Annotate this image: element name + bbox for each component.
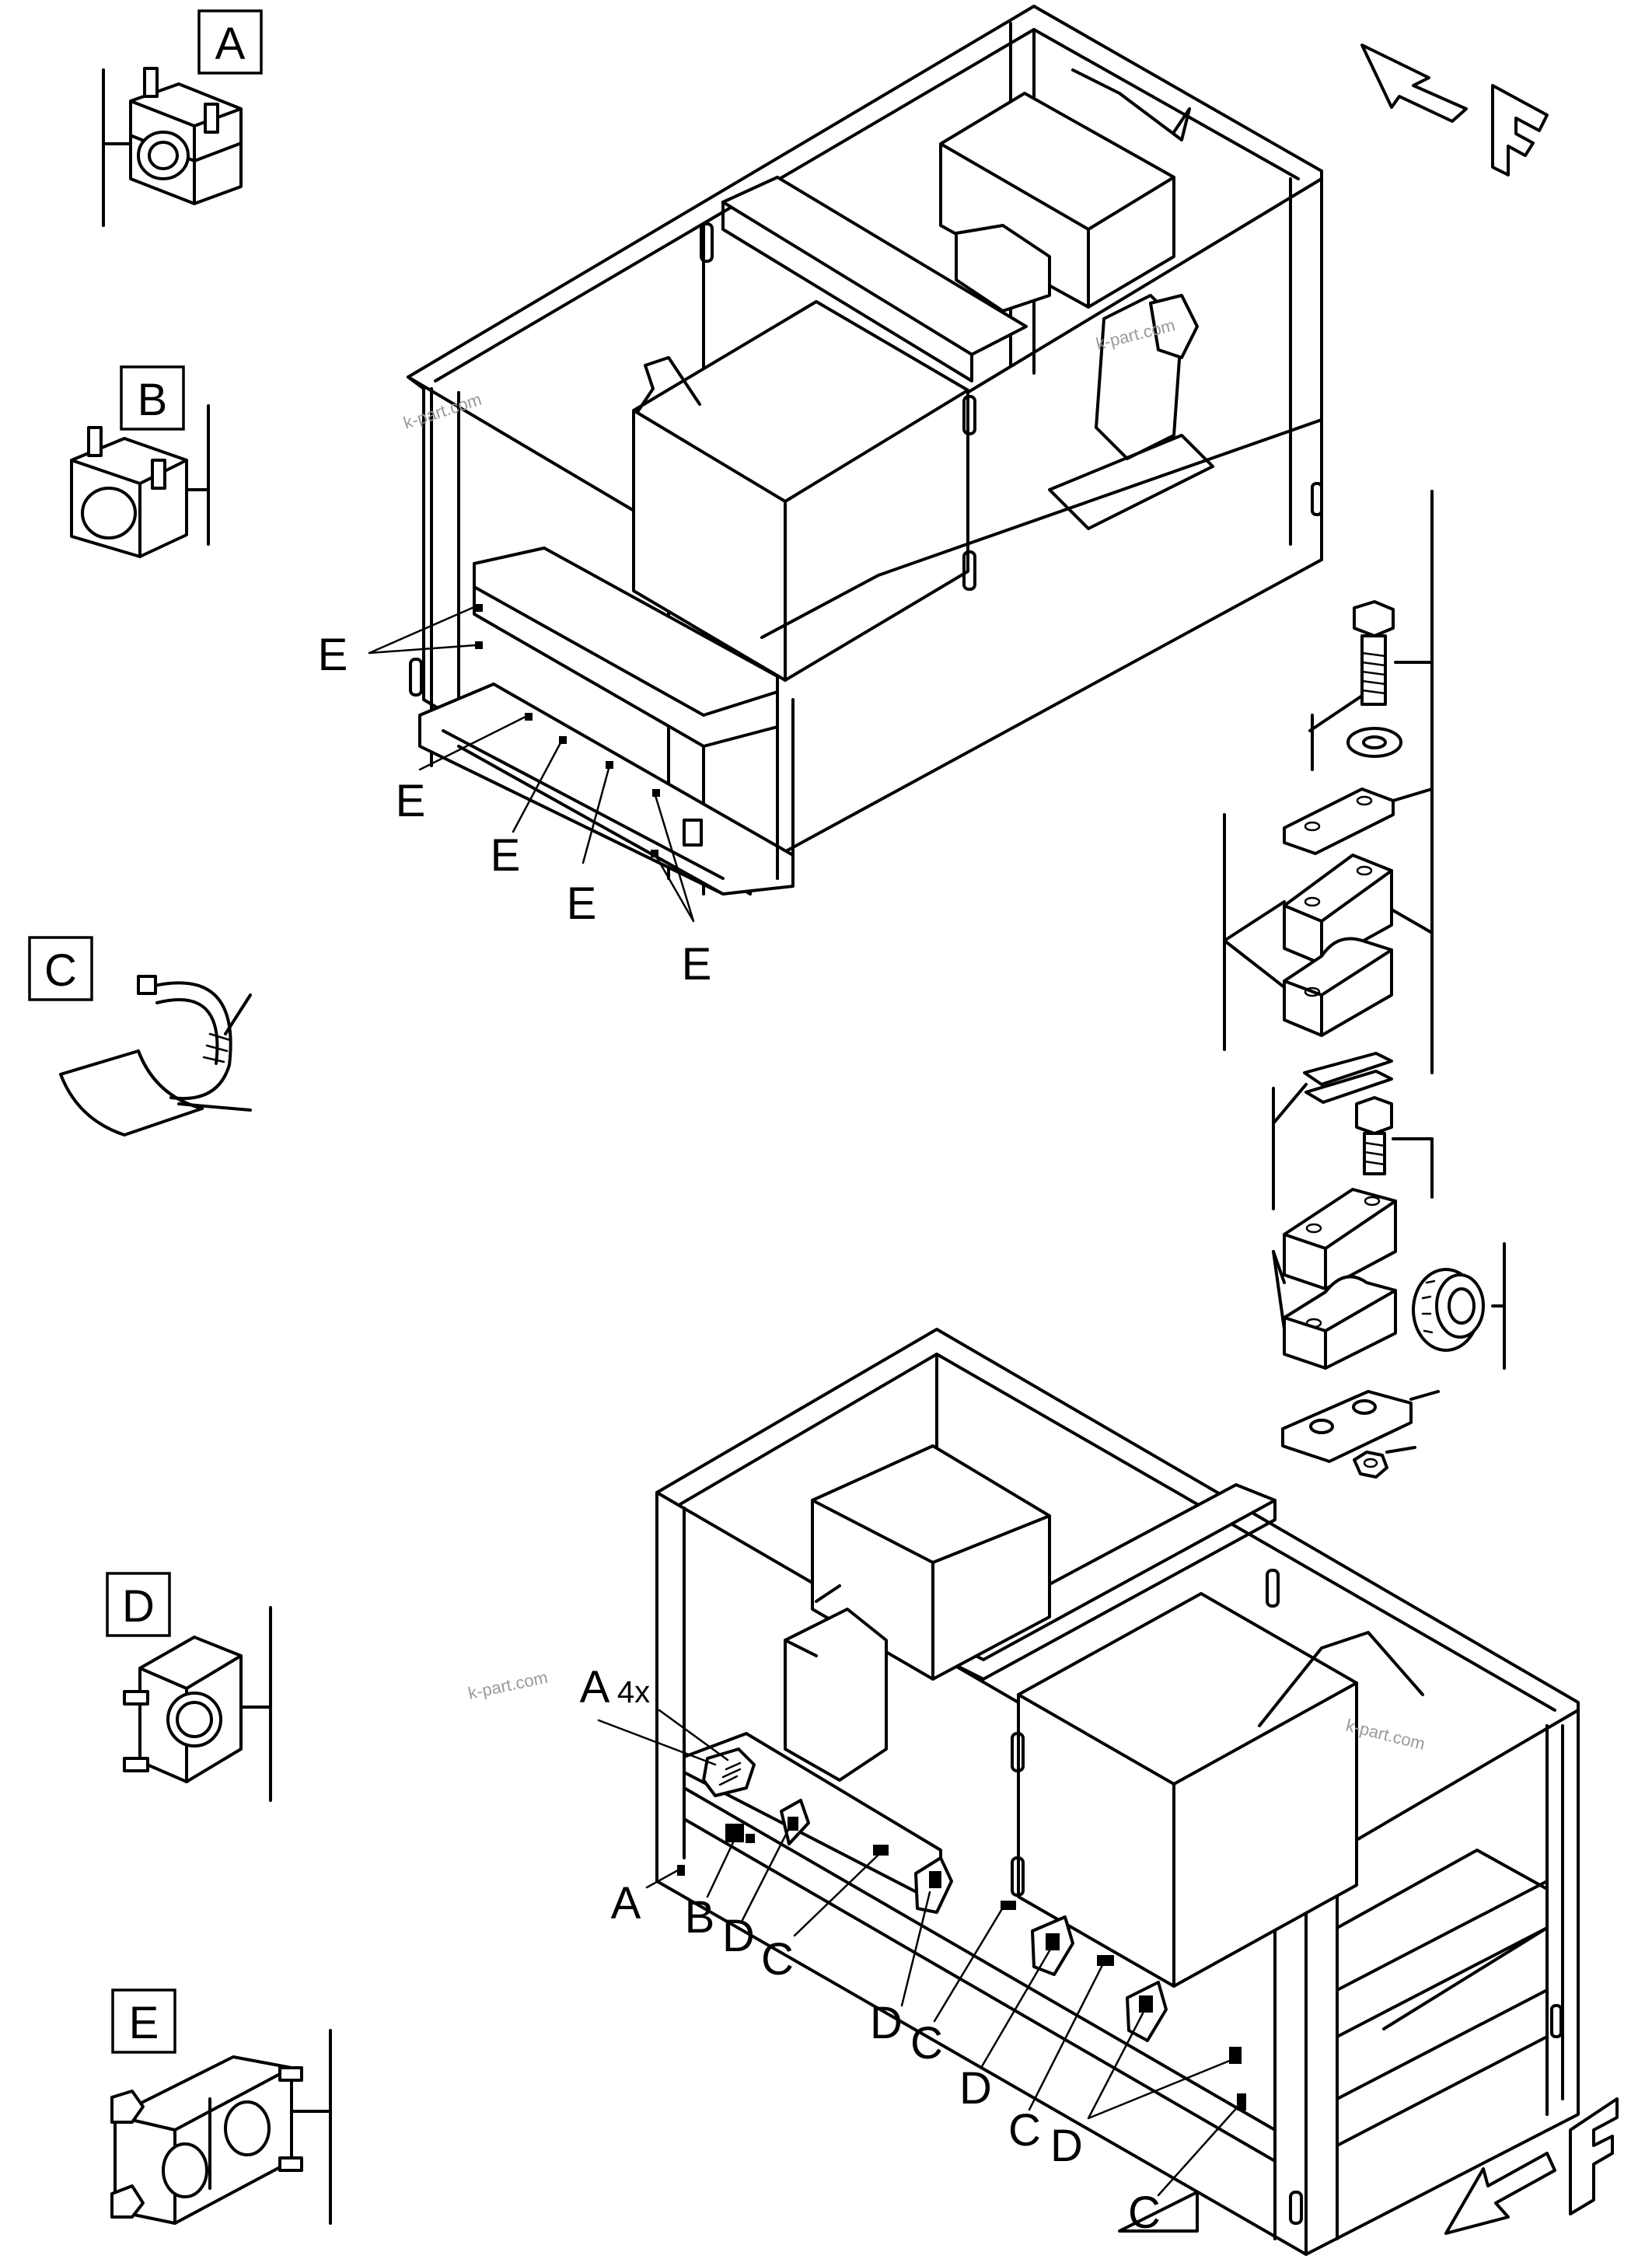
callout-bottom-d2: D — [870, 1998, 903, 2048]
detail-e-label: E — [129, 1998, 159, 2048]
detail-d-label-box — [106, 1572, 171, 1637]
detail-a-label-box — [197, 9, 263, 75]
detail-a-label: A — [215, 19, 246, 69]
callout-bottom-c1: C — [761, 1934, 794, 1985]
callout-a-4x-qty: 4x — [617, 1675, 650, 1709]
detail-c: C — [28, 936, 252, 1136]
detail-b: B — [70, 365, 210, 558]
detail-c-label-box — [28, 936, 93, 1001]
callout-bottom-c3: C — [1008, 2105, 1041, 2156]
clamp-exploded-stack — [1223, 490, 1506, 1479]
callout-e-top-2: E — [396, 776, 426, 826]
detail-b-label: B — [138, 375, 168, 425]
bottom-frame-assembly — [597, 1328, 1580, 2256]
detail-e: E — [110, 1988, 332, 2225]
detail-d: D — [106, 1572, 272, 1802]
callout-e-top-1: E — [318, 630, 348, 680]
callout-bottom-a: A — [611, 1878, 641, 1929]
callout-e-top-4: E — [567, 878, 597, 929]
detail-e-label-box — [111, 1988, 176, 2054]
callout-bottom-d1: D — [722, 1911, 755, 1961]
detail-d-label: D — [122, 1581, 155, 1632]
detail-b-label-box — [120, 365, 185, 431]
callout-e-top-3: E — [491, 830, 521, 881]
direction-arrow-bottom — [1444, 2097, 1619, 2235]
callout-bottom-c4: C — [1128, 2187, 1161, 2238]
direction-arrow-top — [1360, 44, 1549, 176]
callout-bottom-d4: D — [1050, 2121, 1083, 2171]
callout-bottom-b: B — [685, 1892, 715, 1943]
detail-c-label: C — [44, 945, 77, 996]
watermark-3: k-part.com — [466, 1667, 550, 1703]
callout-bottom-d3: D — [959, 2063, 992, 2114]
callout-a-4x: A — [580, 1662, 610, 1713]
callout-bottom-c2: C — [910, 2018, 943, 2069]
top-frame-assembly — [368, 5, 1323, 923]
callout-e-top-5: E — [682, 939, 712, 990]
detail-a: A — [102, 9, 263, 227]
